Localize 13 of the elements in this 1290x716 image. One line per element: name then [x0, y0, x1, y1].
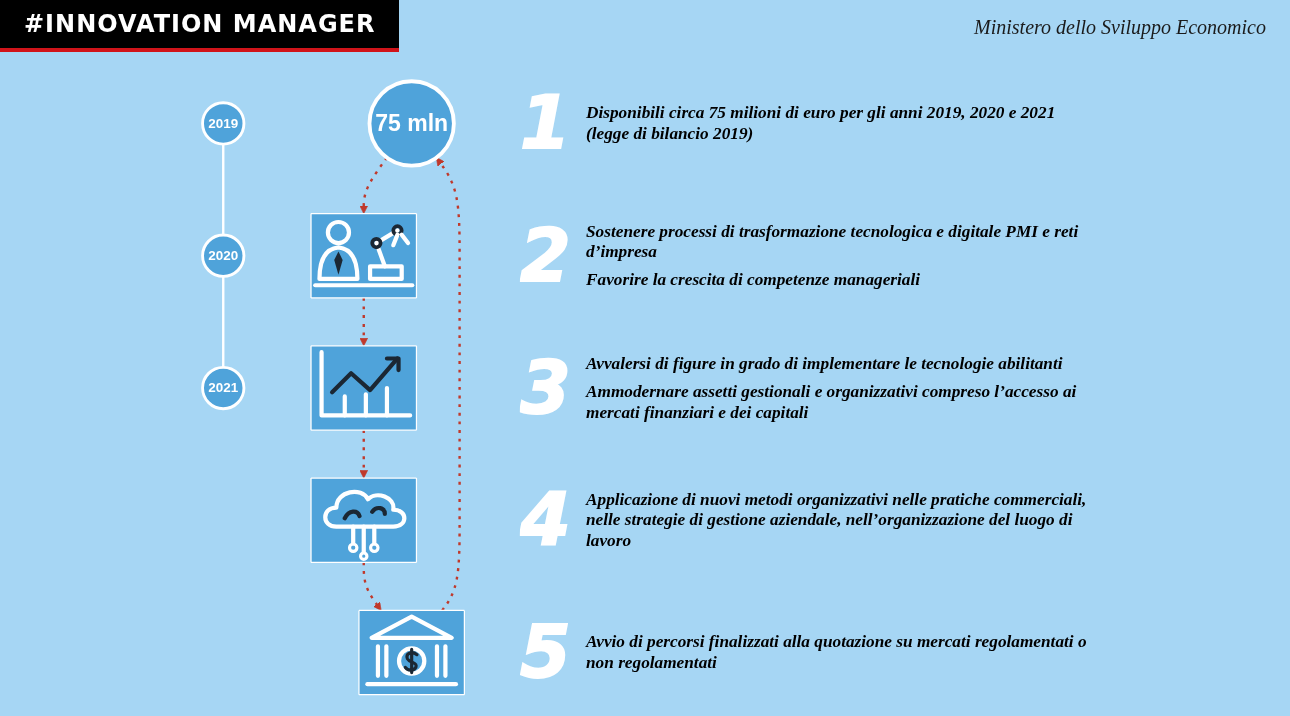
step-description: Favorire la crescita di competenze manageriali — [586, 269, 922, 291]
step-number: 2 — [520, 219, 571, 293]
step-number: 3 — [520, 351, 571, 425]
step-number: 1 — [520, 87, 571, 160]
step-description: Applicazione di nuovi metodi organizzativi nelle pratiche commerciali, nelle strategie di gestione aziendale, nell’organizzazione del luogo di lavoro — [586, 489, 1088, 552]
step-description: Disponibili circa 75 milioni di euro per gli anni 2019, 2020 e 2021 (legge di bilancio 2019) — [586, 102, 1057, 145]
step-description: Sostenere processi di trasformazione tecnologica e digitale PMI e reti d’impresa — [586, 220, 1080, 263]
step-description: Avvio di percorsi finalizzati alla quotazione su mercati regolamentati o non regolamentati — [586, 631, 1088, 674]
step-description: Avvalersi di figure in grado di implementare le tecnologie abilitanti — [586, 353, 1064, 374]
title-banner: #INNOVATION MANAGER — [0, 0, 400, 52]
step-description: Ammodernare assetti gestionali e organizzativi compreso l’accesso ai mercati finanziari e dei capitali — [586, 381, 1078, 423]
ministry-name: Ministero dello Sviluppo Economico — [974, 16, 1266, 39]
step-number: 5 — [520, 616, 571, 689]
